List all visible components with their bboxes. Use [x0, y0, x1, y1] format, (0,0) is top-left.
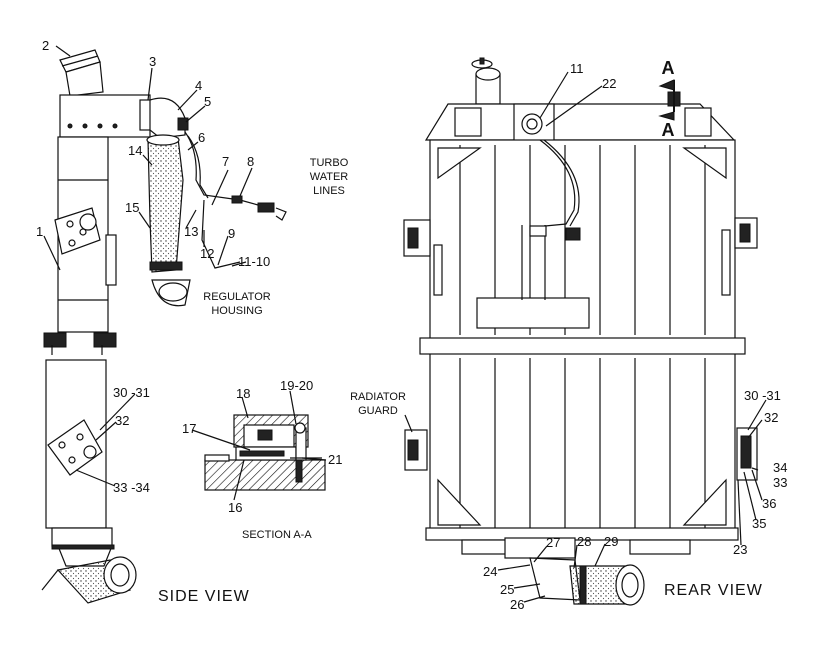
section-arrows [658, 79, 675, 121]
callout-14: 14 [128, 143, 142, 158]
rear-side-mounts-upper [403, 217, 758, 257]
rear-filler-neck [471, 57, 501, 105]
turbo-label-line2: WATER [310, 171, 349, 183]
callout-21: 21 [328, 452, 342, 467]
radiator-guard-line1: RADIATOR [350, 391, 406, 403]
regulator-label-line2: HOUSING [211, 305, 262, 317]
callout-29: 29 [604, 534, 618, 549]
callout-12: 12 [200, 246, 214, 261]
callout-3: 3 [149, 54, 156, 69]
callout-32-rear: 32 [764, 410, 778, 425]
callout-9: 9 [228, 226, 235, 241]
caption-side-view: SIDE VIEW [158, 588, 250, 605]
callout-17: 17 [182, 421, 196, 436]
turbo-label-line3: LINES [313, 185, 345, 197]
radiator-cap [59, 49, 104, 97]
callout-4: 4 [195, 78, 202, 93]
callout-16: 16 [228, 500, 242, 515]
callout-13: 13 [184, 224, 198, 239]
upper-elbow [149, 97, 189, 139]
caption-section-a-a: SECTION A-A [242, 529, 312, 541]
side-view [41, 49, 287, 604]
callout-2: 2 [42, 38, 49, 53]
turbo-water-lines [184, 131, 287, 269]
bypass-hose [146, 134, 191, 307]
callout-27: 27 [546, 535, 560, 550]
rear-center-bracket [476, 139, 590, 329]
callout-19-20: 19-20 [280, 378, 313, 393]
callout-8: 8 [247, 154, 254, 169]
rear-side-mounts-lower [404, 427, 758, 481]
callout-30-31-side: 30 -31 [113, 385, 150, 400]
callout-34-rear: 34 [773, 460, 787, 475]
callout-5: 5 [204, 94, 211, 109]
callout-6: 6 [198, 130, 205, 145]
callout-36: 36 [762, 496, 776, 511]
callout-30-31-rear: 30 -31 [744, 388, 781, 403]
callout-28: 28 [577, 534, 591, 549]
rear-view [403, 57, 758, 606]
callout-33-rear: 33 [773, 475, 787, 490]
callout-26: 26 [510, 597, 524, 612]
section-a-a [204, 414, 326, 491]
callout-33-34-side: 33 -34 [113, 480, 150, 495]
turbo-label-line1: TURBO [310, 157, 349, 169]
callout-1: 1 [36, 224, 43, 239]
rear-top-tank [424, 91, 736, 143]
leader-lines [43, 45, 767, 603]
callout-32-side: 32 [115, 413, 129, 428]
callout-24: 24 [483, 564, 497, 579]
section-marker-top: A [662, 58, 675, 78]
callout-18: 18 [236, 386, 250, 401]
callout-22: 22 [602, 76, 616, 91]
regulator-label-line1: REGULATOR [203, 291, 270, 303]
captions: SIDE VIEW SECTION A-A REAR VIEW [158, 529, 763, 605]
callout-15: 15 [125, 200, 139, 215]
radiator-guard-line2: GUARD [358, 405, 398, 417]
note-labels: TURBO WATER LINES REGULATOR HOUSING RADI… [203, 58, 674, 417]
callout-labels: 2 3 4 5 6 14 7 8 15 13 9 1 12 11-10 30 -… [36, 38, 787, 612]
callout-35: 35 [752, 516, 766, 531]
side-mount-bracket [54, 207, 101, 255]
caption-rear-view: REAR VIEW [664, 582, 763, 599]
callout-23: 23 [733, 542, 747, 557]
rear-core [419, 139, 746, 559]
top-tank [59, 94, 153, 138]
callout-25: 25 [500, 582, 514, 597]
callout-11: 11 [570, 61, 584, 76]
callout-7: 7 [222, 154, 229, 169]
rear-outlet-hose [529, 557, 645, 606]
callout-11-10: 11-10 [238, 254, 270, 269]
section-marker-bottom: A [662, 120, 675, 140]
side-lower-section [41, 359, 137, 604]
